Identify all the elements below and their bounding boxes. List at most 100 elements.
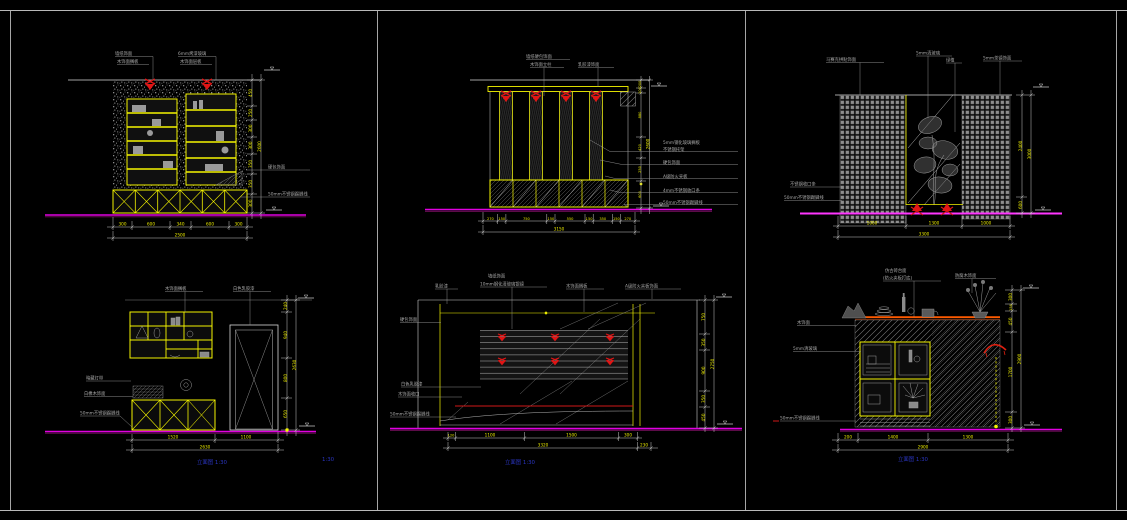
dimensions xyxy=(107,74,265,241)
dim-label: 600 xyxy=(638,190,642,198)
linework xyxy=(800,94,1062,224)
elevation-display-wall: 270 150 750 150 550 150 350 150 270 3150… xyxy=(425,53,738,235)
dimensions xyxy=(126,295,300,453)
dim-label: 1520 xyxy=(168,435,179,440)
dim-label: 350 xyxy=(599,217,607,221)
elevation-study-door: 1520 1100 2630 240 940 800 650 2630 木饰面搁… xyxy=(45,285,316,453)
dim-label: 450 xyxy=(248,89,253,97)
datum-dot xyxy=(285,428,289,432)
level-mark-icon xyxy=(1034,206,1052,211)
total-dim-label: 2750 xyxy=(710,358,715,369)
annotation-label: 木饰面搁板 xyxy=(566,283,588,290)
level-mark-icon xyxy=(650,82,668,87)
dim-label: 800 xyxy=(283,374,288,382)
annotations: 墙纸硬包饰面 木饰面立柱 乳胶漆饰面 5mm钢化玻璃搁板 不锈钢托架 硬包饰面 … xyxy=(526,53,738,208)
total-dim-label: 2900 xyxy=(1017,353,1022,364)
dim-label: 150 xyxy=(1009,303,1013,311)
dim-label: 600 xyxy=(1018,201,1023,209)
dimension-text: 120 1100 1500 300 3320 230 750 350 900 3… xyxy=(448,313,716,448)
annotation-label: A级防火夹板 xyxy=(663,173,688,180)
annotation-label: 墙纸饰面 xyxy=(115,50,133,57)
annotation-label: 墙纸硬包饰面 xyxy=(526,53,552,60)
level-mark-icon xyxy=(1022,284,1040,289)
annotation-label: 木饰面 xyxy=(797,319,811,326)
dim-label: 750 xyxy=(701,313,706,321)
dim-label: 1000 xyxy=(867,221,878,226)
total-dim-label: 2600 xyxy=(646,138,651,149)
linework xyxy=(840,280,1062,432)
dim-label: 100 xyxy=(638,86,642,94)
drawing-title: 立面图 1:30 xyxy=(197,458,228,466)
annotation-label: 木饰面收口 xyxy=(398,391,419,398)
annotation-label: 木饰面层板 xyxy=(180,58,202,65)
drawing-titles: 立面图 1:30 1:30 立面图 1:30 立面图 1:30 xyxy=(197,455,929,466)
annotation-label: 木饰面搁板 xyxy=(117,58,139,65)
dim-label: 150 xyxy=(586,217,594,221)
total-dim-label: 3000 xyxy=(1027,148,1032,159)
annotation-label: (防火夹板打底) xyxy=(883,275,912,282)
dim-label: 270 xyxy=(624,217,632,221)
annotation-label: 墙纸饰面 xyxy=(488,273,506,280)
elevation-bar-counter: 200 1400 1300 2900 300 150 450 1700 300 … xyxy=(773,267,1062,453)
dim-label: 880 xyxy=(638,111,642,119)
dimensions xyxy=(832,285,1025,453)
dim-label: 300 xyxy=(248,124,253,132)
total-dim-label: 2630 xyxy=(292,359,297,370)
annotation-label: 暗藏灯带 xyxy=(86,375,104,382)
annotation-label: 硬包饰面 xyxy=(663,159,681,166)
total-dim-label: 2900 xyxy=(918,445,929,450)
level-mark-icon xyxy=(263,66,281,71)
dimensions xyxy=(833,90,1035,240)
dim-label: 1100 xyxy=(241,435,252,440)
dim-label: 900 xyxy=(701,366,706,374)
annotation-label: 50mm不锈钢踢脚线 xyxy=(80,410,120,417)
dim-label: 420 xyxy=(638,143,642,151)
dim-label: 270 xyxy=(487,217,495,221)
dim-label: 300 xyxy=(248,199,253,207)
annotations: 木饰面搁板 白色乳胶漆 暗藏灯带 白橡木饰面 50mm不锈钢踢脚线 xyxy=(80,285,271,428)
drawing-title: 1:30 xyxy=(322,457,335,463)
annotation-label: 白色乳胶漆 xyxy=(233,285,255,292)
dim-label: 1700 xyxy=(1008,366,1013,377)
dim-label: 200 xyxy=(844,435,852,440)
elevation-slat-wall: 120 1100 1500 300 3320 230 750 350 900 3… xyxy=(390,273,742,451)
dimensions xyxy=(443,295,718,451)
annotation-label: 10mm钢化清玻璃银镜 xyxy=(480,281,525,288)
linework xyxy=(45,79,306,218)
annotation-label: 白色乳胶漆 xyxy=(401,381,423,388)
annotation-label: 5mm钢化玻璃搁板 xyxy=(663,139,701,146)
dim-label: 240 xyxy=(283,302,288,310)
dim-label: 250 xyxy=(248,109,253,117)
annotations: 仿古砖台面 (防火夹板打底) 防腐木饰面 木饰面 5mm清玻璃 50mm不锈钢踢… xyxy=(773,267,996,422)
dim-label: 350 xyxy=(248,180,253,188)
annotation-label: 5mm清玻璃 xyxy=(793,345,818,352)
annotation-label: 硬包饰面 xyxy=(268,164,286,171)
linework xyxy=(390,299,742,431)
dim-label: 600 xyxy=(147,222,155,227)
dimension-text: 200 1400 1300 2900 300 150 450 1700 300 … xyxy=(844,293,1022,450)
dimension-text: 1000 1300 1000 3300 2400 600 3000 xyxy=(867,140,1032,236)
annotation-label: 仿古砖台面 xyxy=(885,267,907,274)
dim-label: 300 xyxy=(235,222,243,227)
annotation-label: 5mm清玻璃 xyxy=(916,50,941,57)
annotation-label: 4mm不锈钢收口条 xyxy=(663,187,701,194)
dim-label: 250 xyxy=(638,165,642,173)
plant-silhouette xyxy=(913,116,959,194)
dim-label: 120 xyxy=(448,434,456,438)
annotation-label: 木饰面立柱 xyxy=(530,61,552,68)
level-mark-icon xyxy=(265,206,283,211)
drawing-title: 立面图 1:30 xyxy=(898,455,929,463)
dim-label: 750 xyxy=(523,217,531,221)
annotation-label: 不锈钢托架 xyxy=(663,146,685,153)
level-mark-icon xyxy=(1032,83,1050,88)
dim-label: 340 xyxy=(177,222,185,227)
dim-label: 1300 xyxy=(963,435,974,440)
dim-label: 230 xyxy=(640,443,648,448)
annotation-label: 不锈钢收口条 xyxy=(790,181,816,188)
dim-label: 350 xyxy=(701,338,706,346)
linework xyxy=(425,79,712,212)
total-dim-label: 2630 xyxy=(200,445,211,450)
linework xyxy=(45,299,316,434)
total-dim-label: 3320 xyxy=(538,443,549,448)
